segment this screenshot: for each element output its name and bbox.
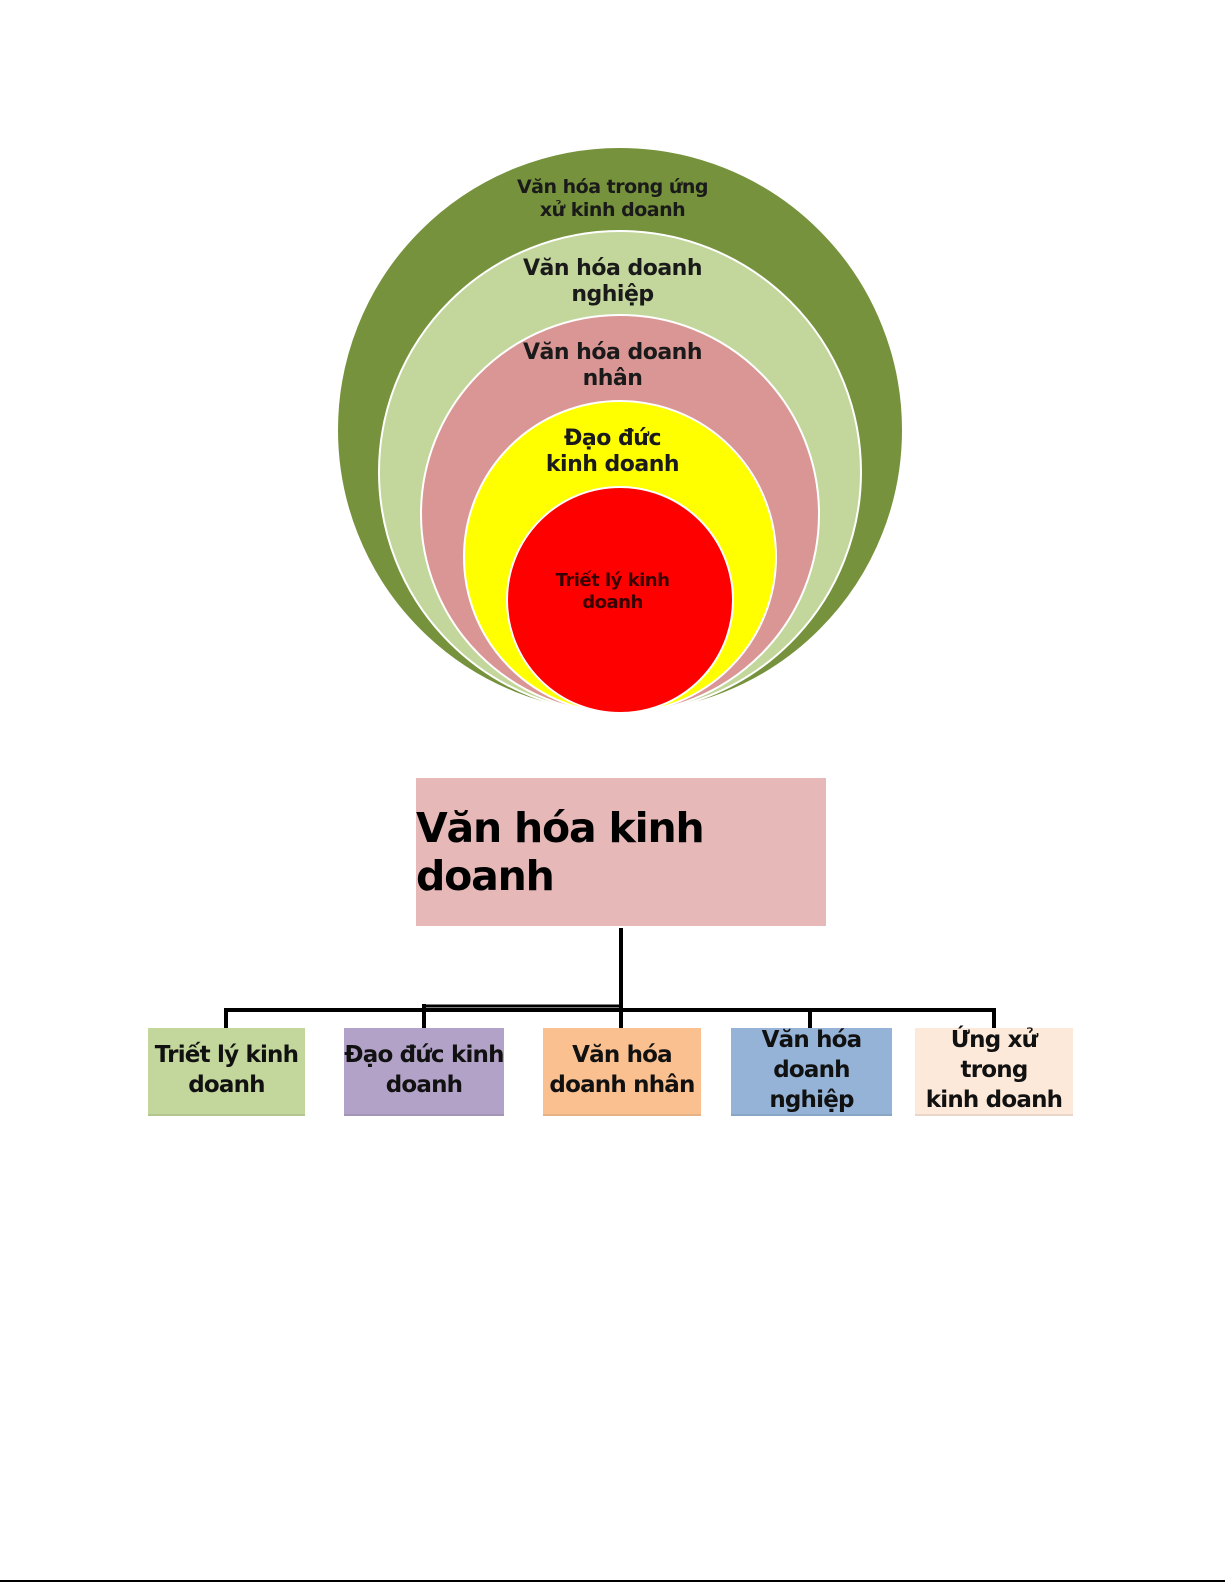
org-child-label-4: Văn hóa doanh nghiệp xyxy=(731,1026,892,1116)
circle-label-corporate-culture: Văn hóa doanh nghiệp xyxy=(0,256,1225,309)
org-child-box-4: Văn hóa doanh nghiệp xyxy=(731,1028,892,1116)
org-child-label-1: Triết lý kinh doanh xyxy=(155,1041,298,1101)
org-child-box-5: Ứng xử trong kinh doanh xyxy=(915,1028,1073,1116)
org-root-label: Văn hóa kinh doanh xyxy=(416,804,826,900)
page-bottom-rule xyxy=(0,1580,1225,1582)
org-child-box-3: Văn hóa doanh nhân xyxy=(543,1028,701,1116)
org-child-label-5: Ứng xử trong kinh doanh xyxy=(915,1026,1073,1116)
org-child-box-1: Triết lý kinh doanh xyxy=(148,1028,305,1116)
circle-label-business-philosophy: Triết lý kinh doanh xyxy=(0,570,1225,613)
org-child-label-2: Đạo đức kinh doanh xyxy=(344,1041,503,1101)
org-child-box-2: Đạo đức kinh doanh xyxy=(344,1028,504,1116)
circle-label-behavior: Văn hóa trong ứng xử kinh doanh xyxy=(0,176,1225,222)
circle-label-business-ethics: Đạo đức kinh doanh xyxy=(0,426,1225,479)
circle-label-entrepreneur-culture: Văn hóa doanh nhân xyxy=(0,340,1225,393)
org-connectors xyxy=(0,900,1225,1040)
org-child-label-3: Văn hóa doanh nhân xyxy=(549,1041,694,1101)
